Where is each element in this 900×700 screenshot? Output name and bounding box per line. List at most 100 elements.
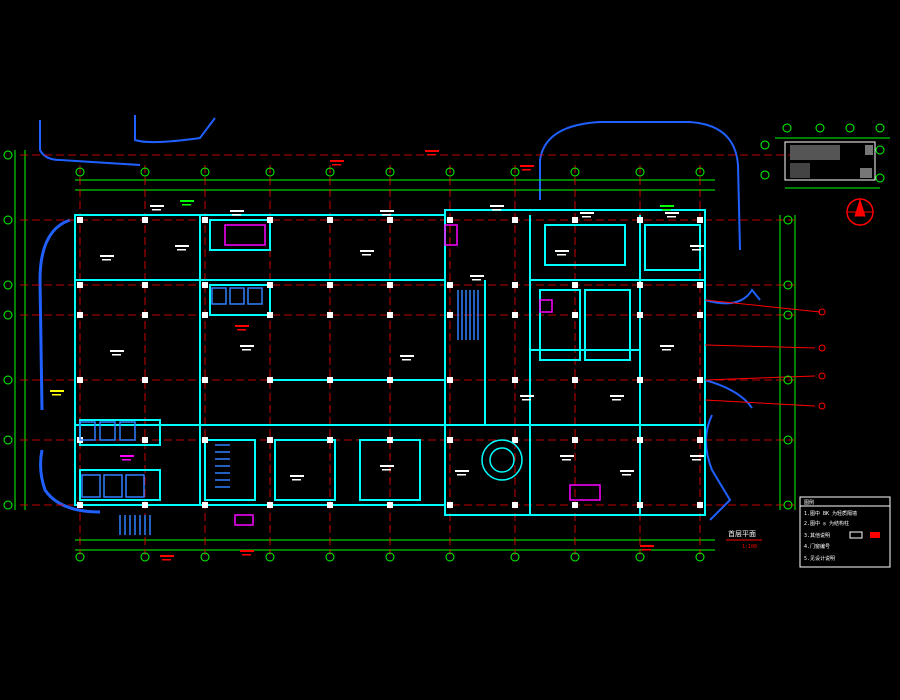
grid-bubble-top — [695, 167, 705, 177]
annotation-mark — [242, 349, 251, 351]
column-marker — [697, 217, 703, 223]
annotation-mark — [642, 549, 651, 551]
column-marker — [387, 377, 393, 383]
column-marker — [512, 312, 518, 318]
grid-bubble-top — [570, 167, 580, 177]
column-marker — [697, 502, 703, 508]
annotation-mark — [330, 160, 344, 162]
annotation-mark — [52, 394, 61, 396]
annotation-mark — [240, 345, 254, 347]
grid-bubble-left — [3, 375, 13, 385]
annotation-mark — [382, 214, 391, 216]
annotation-mark — [100, 255, 114, 257]
legend-line-3: 2.图中 ◎ 为结构柱 — [804, 520, 849, 527]
annotation-mark — [560, 455, 574, 457]
annotation-mark — [292, 479, 301, 481]
annotation-mark — [182, 204, 191, 206]
annotation-mark — [640, 545, 654, 547]
annotation-mark — [177, 249, 186, 251]
column-marker — [387, 282, 393, 288]
plan-title: 首层平面 1:100 — [726, 529, 762, 550]
annotation-mark — [557, 254, 566, 256]
grid-bubble-top — [385, 167, 395, 177]
column-marker — [572, 437, 578, 443]
annotation-mark — [692, 249, 701, 251]
column-marker — [447, 502, 453, 508]
column-marker — [142, 502, 148, 508]
column-marker — [142, 437, 148, 443]
column-marker — [142, 282, 148, 288]
column-marker — [267, 377, 273, 383]
grid-bubble-bottom — [200, 552, 210, 562]
annotation-mark — [402, 359, 411, 361]
column-marker — [637, 282, 643, 288]
annotation-mark — [175, 245, 189, 247]
legend-line-5: 4.门窗编号 — [804, 543, 830, 550]
grid-bubble-bottom — [385, 552, 395, 562]
column-marker — [697, 282, 703, 288]
column-marker — [512, 437, 518, 443]
room-annotations — [50, 150, 704, 561]
annotation-mark — [555, 250, 569, 252]
column-marker — [697, 437, 703, 443]
annotation-mark — [400, 355, 414, 357]
column-marker — [387, 437, 393, 443]
grid-bubble-right — [783, 435, 793, 445]
annotation-mark — [662, 209, 671, 211]
annotation-mark — [562, 459, 571, 461]
column-marker — [572, 312, 578, 318]
annotation-mark — [290, 475, 304, 477]
column-marker — [512, 217, 518, 223]
annotation-mark — [522, 169, 531, 171]
annotation-mark — [520, 165, 534, 167]
column-marker — [637, 217, 643, 223]
grid-bubble-bottom — [445, 552, 455, 562]
column-marker — [142, 217, 148, 223]
annotation-mark — [622, 474, 631, 476]
column-marker — [142, 377, 148, 383]
column-marker — [202, 377, 208, 383]
annotation-mark — [332, 164, 341, 166]
annotation-mark — [122, 459, 131, 461]
annotation-mark — [582, 216, 591, 218]
column-marker — [387, 217, 393, 223]
annotation-mark — [102, 259, 111, 261]
legend-line-4: 3.其他说明 — [804, 532, 830, 539]
column-marker — [637, 502, 643, 508]
grid-bubble-top — [635, 167, 645, 177]
column-marker — [202, 437, 208, 443]
column-marker — [202, 502, 208, 508]
right-leaders — [704, 299, 821, 407]
column-marker — [637, 377, 643, 383]
column-marker — [327, 437, 333, 443]
annotation-mark — [667, 216, 676, 218]
column-marker — [77, 312, 83, 318]
column-marker — [637, 437, 643, 443]
annotation-mark — [160, 555, 174, 557]
column-marker — [267, 217, 273, 223]
grid-bubble-left — [3, 150, 13, 160]
column-marker — [77, 282, 83, 288]
grid-bubble-top — [445, 167, 455, 177]
column-marker — [267, 437, 273, 443]
annotation-mark — [180, 200, 194, 202]
legend-line-2: 1.图中 BK 为轻质隔墙 — [804, 510, 857, 517]
plan-title-text: 首层平面 — [728, 529, 756, 538]
annotation-mark — [520, 395, 534, 397]
column-marker — [572, 502, 578, 508]
column-marker — [697, 312, 703, 318]
grid-bubble-bottom — [635, 552, 645, 562]
annotation-mark — [110, 350, 124, 352]
annotation-mark — [380, 465, 394, 467]
grid-bubbles — [3, 150, 826, 562]
annotation-mark — [690, 245, 704, 247]
annotation-mark — [665, 212, 679, 214]
grid-bubble-bottom — [325, 552, 335, 562]
column-marker — [267, 282, 273, 288]
annotation-mark — [612, 399, 621, 401]
annotation-mark — [522, 399, 531, 401]
column-marker — [387, 312, 393, 318]
elevator-cores — [79, 224, 601, 526]
grid-bubble-bottom — [695, 552, 705, 562]
column-marker — [77, 217, 83, 223]
